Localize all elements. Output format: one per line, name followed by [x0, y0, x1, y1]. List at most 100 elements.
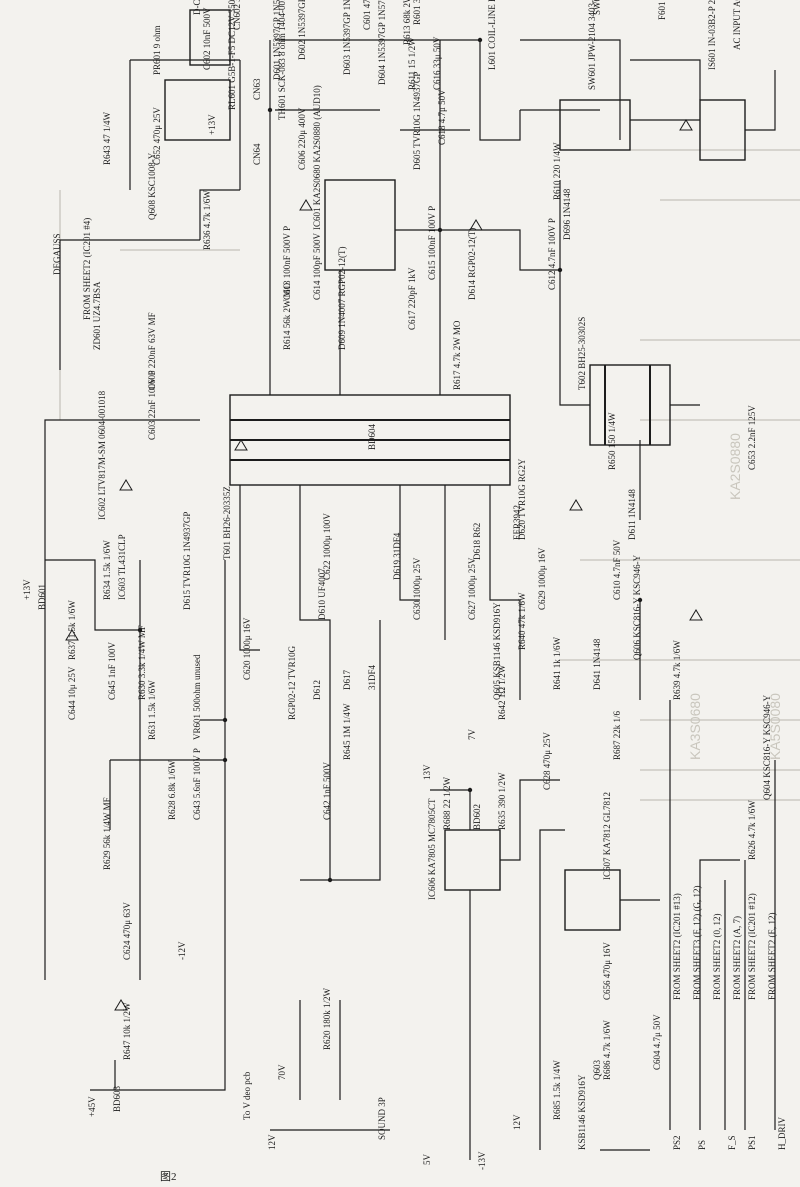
component-label: D604 1N5397GP 1N5799GP: [377, 0, 387, 85]
component-label: D618 R62: [472, 523, 482, 560]
component-label: R637 1.5k 1/6W: [67, 600, 77, 660]
component-label: R611 15 1/2W: [407, 37, 417, 90]
safety-marker-group: [65, 119, 703, 1011]
component-label: D641 1N4148: [592, 638, 602, 690]
component-label: C656 470μ 16V: [602, 942, 612, 1000]
component-label: D605 TVR10G 1N4937GP: [412, 72, 422, 170]
ghost-text-1: KA3S0680: [687, 693, 703, 760]
component-label: FROM SHEET3 (F, 12) (G, 12): [692, 885, 702, 1000]
component-label: FROM SHEET2 (E, 12): [767, 912, 777, 1000]
component-label: 13V: [422, 764, 432, 780]
component-label: D610 UF4007: [317, 568, 327, 620]
component-label: Q603: [592, 1060, 602, 1080]
junction-dots: [137, 37, 643, 883]
component-label: BD603: [112, 1085, 122, 1112]
component-label: T602 BH25-30302S: [577, 317, 587, 390]
wiring-layer: [44, 9, 776, 1160]
component-label: -13V: [477, 1151, 487, 1170]
component-label: IC606 KA7805 MC7805CT: [427, 798, 437, 900]
component-label: D614 RGP02-12(T): [467, 228, 477, 300]
component-label: C620 1000μ 16V: [242, 617, 252, 680]
component-label: C602 10nF 500V: [202, 7, 212, 70]
component-label: C615 100nF 100V P: [427, 206, 437, 280]
component-label: BD602: [472, 804, 482, 830]
component-label: D603 1N5397GP 1N5799GP: [342, 0, 352, 75]
component-label: R614 56k 2W MO: [282, 282, 292, 350]
component-label: FROM SHEET2 (IC201 #4): [82, 218, 92, 320]
component-label: 5V: [422, 1154, 432, 1166]
component-label: +45V: [87, 1096, 97, 1117]
component-label: VR601 500ohm unused: [192, 654, 202, 740]
component-label: EER3942: [512, 505, 522, 540]
component-label: C606 220μ 400V: [297, 107, 307, 170]
component-label: PS: [697, 1140, 707, 1150]
component-label: R620 180k 1/2W: [322, 987, 332, 1050]
component-label: C618 4.7μ 50V: [437, 89, 447, 145]
component-label: R687 22k 1/6: [612, 710, 622, 760]
component-label: C628 470μ 25V: [542, 732, 552, 790]
component-label: FROM SHEET2 (A, 7): [732, 916, 742, 1000]
component-label: R626 4.7k 1/6W: [747, 800, 757, 860]
ghost-text-2: KA2S0880: [727, 433, 743, 500]
component-label: R688 22 1/2W: [442, 776, 452, 830]
component-label: IC602 LTV817M-SM 0604-001018: [97, 390, 107, 520]
component-label: FROM SHEET2 (IC201 #13): [672, 893, 682, 1000]
component-label: D609 1N4007 RGP02-12(T): [337, 247, 347, 351]
figure-caption: 图2: [160, 1170, 177, 1183]
component-label: +13V: [207, 114, 217, 135]
component-label: IC607 KA7812 GL7812: [602, 792, 612, 880]
component-label: C627 1000μ 25V: [467, 557, 477, 620]
component-label: C644 10μ 25V: [67, 666, 77, 720]
component-label: R630 3.3k 1/4W MF: [137, 625, 147, 700]
component-label: 12V: [267, 1134, 277, 1150]
component-label: BD601: [37, 584, 47, 610]
component-label: R617 4.7k 2W MO: [452, 320, 462, 390]
component-label: R629 56k 1/4W MF: [102, 797, 112, 870]
component-label: 12V: [512, 1114, 522, 1130]
component-label: R645 1M 1/4W: [342, 703, 352, 760]
component-label: R639 4.7k 1/6W: [672, 640, 682, 700]
component-label: R631 1.5k 1/6W: [147, 680, 157, 740]
component-label: DEGAUSS: [52, 233, 62, 275]
component-label: D615 TVR10G 1N4937GP: [182, 512, 192, 610]
component-label: AC INPUT AC90-AC264V: [732, 0, 742, 50]
component-label: CN64: [252, 143, 262, 165]
component-label: R634 1.5k 1/6W: [102, 540, 112, 600]
component-label: RGP02-12 TVR10G: [287, 645, 297, 720]
component-label: C604 4.7μ 50V: [652, 1014, 662, 1070]
component-label: SW601 JPW-2104 3403-000291: [587, 0, 597, 90]
component-label: R601 330k 1/2W: [412, 0, 422, 25]
component-label: R636 4.7k 1/6W: [202, 190, 212, 250]
component-label: FROM SHEET2 (IC201 #12): [747, 893, 757, 1000]
component-label: Q604 KSC816-Y KSC946-Y: [762, 694, 772, 800]
component-label: D602 1N5397GP 1N5799GP: [297, 0, 307, 60]
component-label: KSB1146 KSD916Y: [577, 1074, 587, 1150]
component-label: SW601 3403-000190 JPW-1101-A00CS-B: [592, 0, 602, 15]
component-label: D617: [342, 670, 352, 690]
component-label: ZD601 UZ4.7BSA: [92, 281, 102, 350]
component-label: IC601 KA2S0680 KA2S0880 (AUD10): [312, 85, 322, 230]
component-label: C645 1nF 100V: [107, 641, 117, 700]
component-label: C643 5.6nF 100V P: [192, 748, 202, 820]
component-label: To V deo pcb: [242, 1071, 252, 1120]
component-label: R642 1Ω 1/2W: [497, 664, 507, 720]
component-label: R641 1k 1/6W: [552, 636, 562, 690]
component-label: C652 470μ 25V: [152, 107, 162, 165]
component-label: Q608 KSC1008-Y: [147, 152, 157, 220]
component-label: D-COIL: [192, 0, 202, 15]
component-label: D601 1N5397GP 1N5799GP: [272, 0, 282, 80]
component-label: C605 220nF 63V MF: [147, 312, 157, 390]
component-label: L601 COIL-LINE FILTER BH27-20307E: [487, 0, 497, 70]
component-label: CN602 3P: [232, 0, 242, 30]
component-label: R643 47 1/4W: [102, 111, 112, 165]
component-label: TH601 SCK-083 8 ohm 1404-001026: [277, 0, 287, 120]
component-label: R628 6.8k 1/6W: [167, 760, 177, 820]
component-label: D611 1N4148: [627, 489, 637, 540]
component-label: C603 22nF 100V P: [147, 370, 157, 440]
component-label: D612: [312, 680, 322, 700]
component-label: PS2: [672, 1135, 682, 1150]
component-label: 31DF4: [367, 664, 377, 690]
component-label: D696 1N4148: [562, 188, 572, 240]
component-label: C653 2.2nF 125V: [747, 405, 757, 470]
